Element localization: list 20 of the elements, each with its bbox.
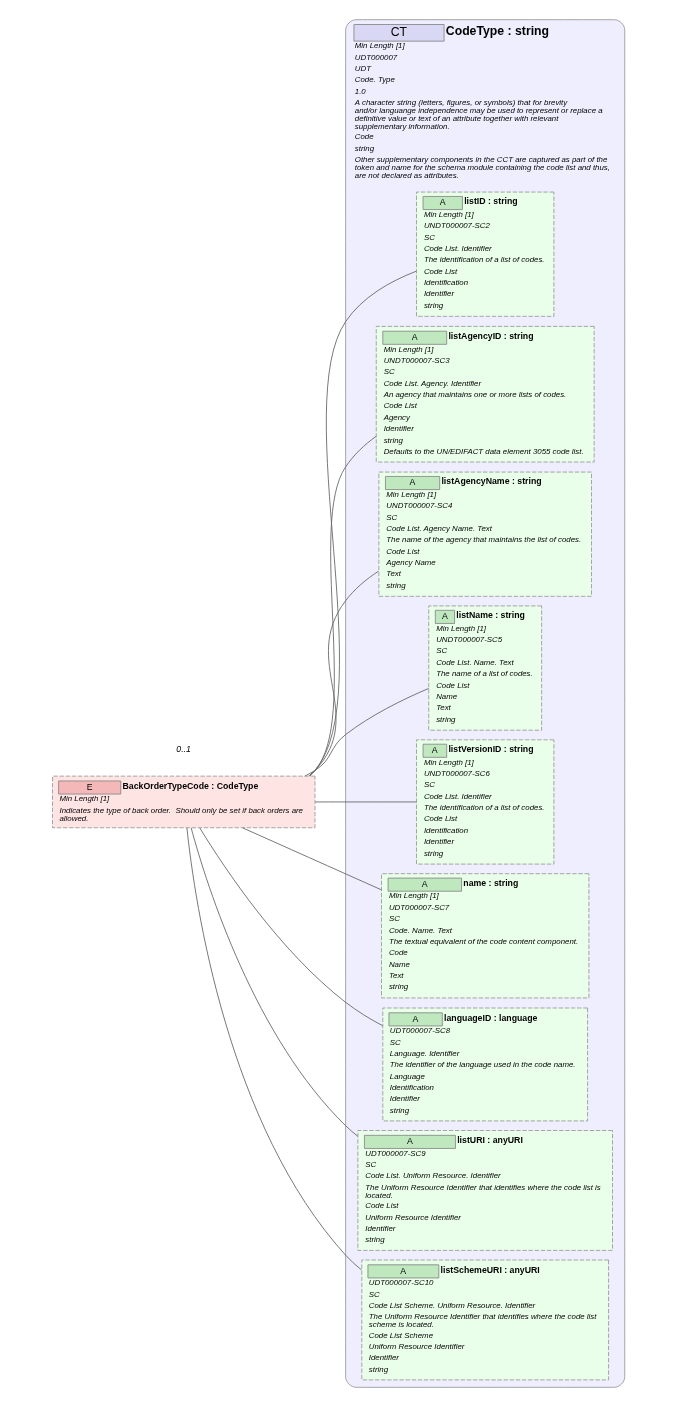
node-box: A listName : string Min Length [1] UNDT000007-SC5 SC Code List. Name. Text The name of a list of codes. Code List Name Text string [427, 605, 542, 731]
connector [308, 435, 377, 777]
node-box: A listSchemeURI : anyURI UDT000007-SC10 SC Code List Scheme. Uniform Resource. Identifier The Uniform Resource Identifier that identifies where the code list scheme is located. Code List Scheme Uniform Resource Identifier Identifier string [360, 1259, 609, 1381]
connector [308, 570, 379, 777]
connector [190, 827, 358, 1137]
connector [303, 688, 429, 777]
connector [198, 827, 383, 1027]
node-box: A listURI : anyURI UDT000007-SC9 SC Code List. Uniform Resource. Identifier The Uniform Resource Identifier that identifies where the code list is located. Code List Uniform Resource Identifier Identifier string [356, 1130, 613, 1251]
node-box: E BackOrderTypeCode : CodeType Min Length [1] Indicates the type of back order. Should only be set if back orders are allowed. [51, 775, 315, 829]
node-label: 0..1 [175, 743, 191, 754]
node-box: A listAgencyName : string Min Length [1] UNDT000007-SC4 SC Code List. Agency Name. Text The name of the agency that maintains the list of codes. Code List Agency Name Text string [377, 471, 592, 597]
connector [308, 270, 417, 777]
node-box: A name : string Min Length [1] UDT000007-SC7 SC Code. Name. Text The textual equivalent of the code content component. Code Name Text string [380, 873, 589, 999]
connector [186, 827, 362, 1271]
connector [314, 801, 417, 803]
node-box: A listVersionID : string Min Length [1] UNDT000007-SC6 SC Code List. Identifier The identification of a list of codes. Code List Identification Identifier string [415, 739, 554, 865]
node-box: A listAgencyID : string Min Length [1] UNDT000007-SC3 SC Code List. Agency. Identifier An agency that maintains one or more lists of codes. Code List Agency Identifier string Defaults to the UN/EDIFACT data element 3055 code list. [375, 325, 595, 463]
node-box: A listID : string Min Length [1] UNDT000007-SC2 SC Code List. Identifier The identification of a list of codes. Code List Identification Identifier string [415, 191, 554, 317]
connector [241, 827, 382, 891]
node-box: A languageID : language UDT000007-SC8 SC Language. Identifier The identifier of the language used in the code name. Language Identification Identifier string [381, 1007, 588, 1122]
